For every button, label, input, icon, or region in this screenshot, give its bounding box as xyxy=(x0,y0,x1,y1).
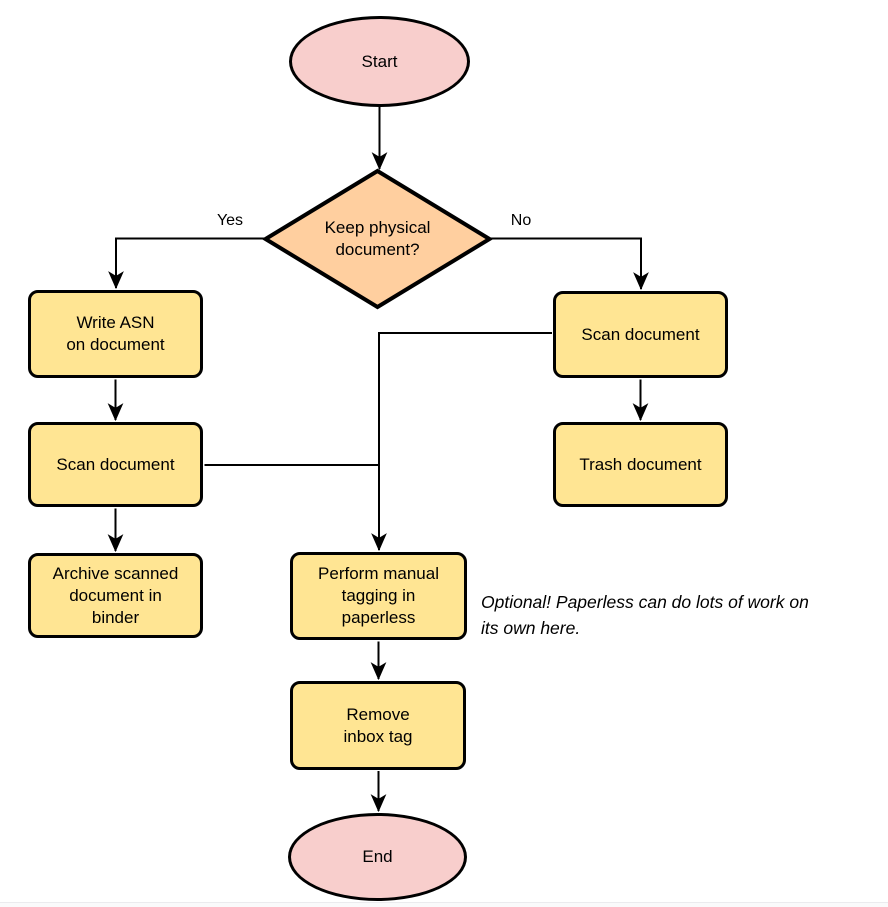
node-archive-binder-label: Archive scanned document in binder xyxy=(52,563,179,627)
edge-decision-no-to-scan-right xyxy=(489,237,649,291)
node-end: End xyxy=(288,813,467,901)
node-scan-document-right: Scan document xyxy=(553,291,728,378)
decision-diamond-shape xyxy=(261,168,494,310)
node-trash-document-label: Trash document xyxy=(579,454,702,474)
node-archive-binder: Archive scanned document in binder xyxy=(28,553,203,638)
node-scan-document-right-label: Scan document xyxy=(581,324,700,344)
edge-scan-right-to-tagging xyxy=(371,332,552,552)
node-start-label: Start xyxy=(361,51,398,71)
node-remove-inbox-tag-label: Remove inbox tag xyxy=(343,704,413,746)
bottom-edge-divider xyxy=(0,902,888,907)
node-scan-document-left: Scan document xyxy=(28,422,203,507)
node-manual-tagging-label: Perform manual tagging in paperless xyxy=(318,564,439,627)
node-write-asn-label: Write ASN on document xyxy=(66,313,165,354)
node-start: Start xyxy=(289,16,470,107)
annotation-note: Optional! Paperless can do lots of work … xyxy=(481,592,809,638)
edge-decision-yes-to-write-asn xyxy=(108,237,266,290)
node-scan-document-left-label: Scan document xyxy=(56,454,175,474)
node-decision-label: Keep physical document? xyxy=(324,218,431,259)
edge-label-no: No xyxy=(510,212,532,229)
node-end-label: End xyxy=(362,847,393,866)
node-manual-tagging: Perform manual tagging in paperless xyxy=(290,552,467,640)
node-trash-document: Trash document xyxy=(553,422,728,507)
edge-label-yes: Yes xyxy=(216,212,244,229)
node-write-asn: Write ASN on document xyxy=(28,290,203,378)
node-remove-inbox-tag: Remove inbox tag xyxy=(290,681,466,770)
